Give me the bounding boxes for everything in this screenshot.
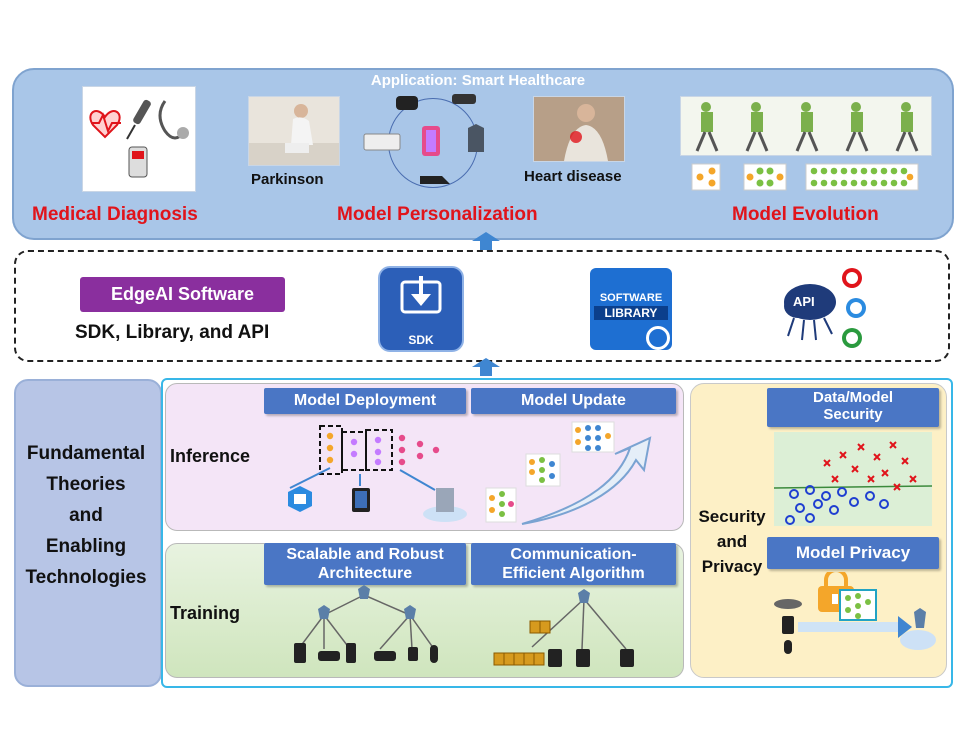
- evolving-network-icon: [691, 163, 919, 191]
- comm-line-1: Communication-: [510, 546, 637, 563]
- security-line: Privacy: [701, 557, 763, 576]
- adversarial-scatter-icon: [774, 432, 932, 526]
- walking-figures-icon: [695, 102, 919, 152]
- fundamental-line: Technologies: [25, 567, 147, 588]
- api-cloud-icon: [784, 268, 866, 348]
- comm-line-2: Efficient Algorithm: [502, 565, 645, 582]
- model-update-tab: Model Update: [471, 388, 676, 414]
- parkinson-label: Parkinson: [251, 171, 324, 188]
- security-privacy-label: Security and Privacy: [692, 504, 772, 579]
- fundamental-line: Theories: [46, 474, 126, 495]
- data-model-security-tab: Data/Model Security: [767, 388, 939, 427]
- scalable-architecture-tab: Scalable and Robust Architecture: [264, 543, 466, 585]
- medical-devices-image: [82, 86, 196, 192]
- model-deployment-diagram: [288, 421, 652, 525]
- up-arrow-icon: [472, 358, 500, 376]
- heart-disease-label: Heart disease: [524, 168, 622, 185]
- model-privacy-tab: Model Privacy: [767, 537, 939, 569]
- security-line: Security: [698, 507, 766, 526]
- fundamental-theories-label: Fundamental Theories and Enabling Techno…: [14, 438, 158, 593]
- scalable-line-1: Scalable and Robust: [286, 546, 444, 563]
- software-library-icon: SOFTWARE LIBRARY: [590, 268, 672, 350]
- communication-algorithm-tab: Communication- Efficient Algorithm: [471, 543, 676, 585]
- security-line: and: [716, 532, 748, 551]
- sdk-icon-text: SDK: [408, 333, 434, 347]
- up-arrow-icon: [472, 232, 500, 250]
- library-disc: [646, 326, 670, 350]
- application-title: Application: Smart Healthcare: [370, 72, 586, 89]
- model-privacy-diagram: [774, 572, 936, 654]
- sdk-library-api-label: SDK, Library, and API: [75, 322, 270, 343]
- library-text-2: LIBRARY: [594, 306, 668, 320]
- dms-line-2: Security: [823, 406, 883, 423]
- training-label: Training: [170, 603, 241, 623]
- inference-label: Inference: [170, 446, 251, 466]
- walking-evolution-photo: [680, 96, 932, 156]
- model-deployment-tab: Model Deployment: [264, 388, 466, 414]
- elderly-person-icon: [249, 104, 339, 165]
- model-personalization-label: Model Personalization: [337, 204, 538, 225]
- wearable-devices-icon: [363, 94, 484, 184]
- edgeai-software-badge: EdgeAI Software: [80, 277, 285, 312]
- api-icon-text: API: [793, 294, 815, 309]
- fundamental-line: Fundamental: [26, 443, 146, 464]
- parkinson-photo: [248, 96, 340, 166]
- heart-disease-photo: [533, 96, 625, 162]
- fundamental-line: Enabling: [45, 536, 127, 557]
- scalable-line-2: Architecture: [317, 565, 413, 582]
- library-text-1: SOFTWARE: [599, 292, 663, 304]
- download-icon: [400, 276, 442, 314]
- heart-attack-person-icon: [564, 104, 608, 161]
- dms-line-1: Data/Model: [812, 389, 893, 406]
- fundamental-line: and: [69, 505, 103, 526]
- sdk-icon: SDK: [378, 266, 464, 352]
- medical-diagnosis-label: Medical Diagnosis: [32, 204, 198, 225]
- training-network-diagram: [294, 585, 634, 667]
- model-evolution-label: Model Evolution: [732, 204, 879, 225]
- medical-devices-icon: [89, 99, 189, 178]
